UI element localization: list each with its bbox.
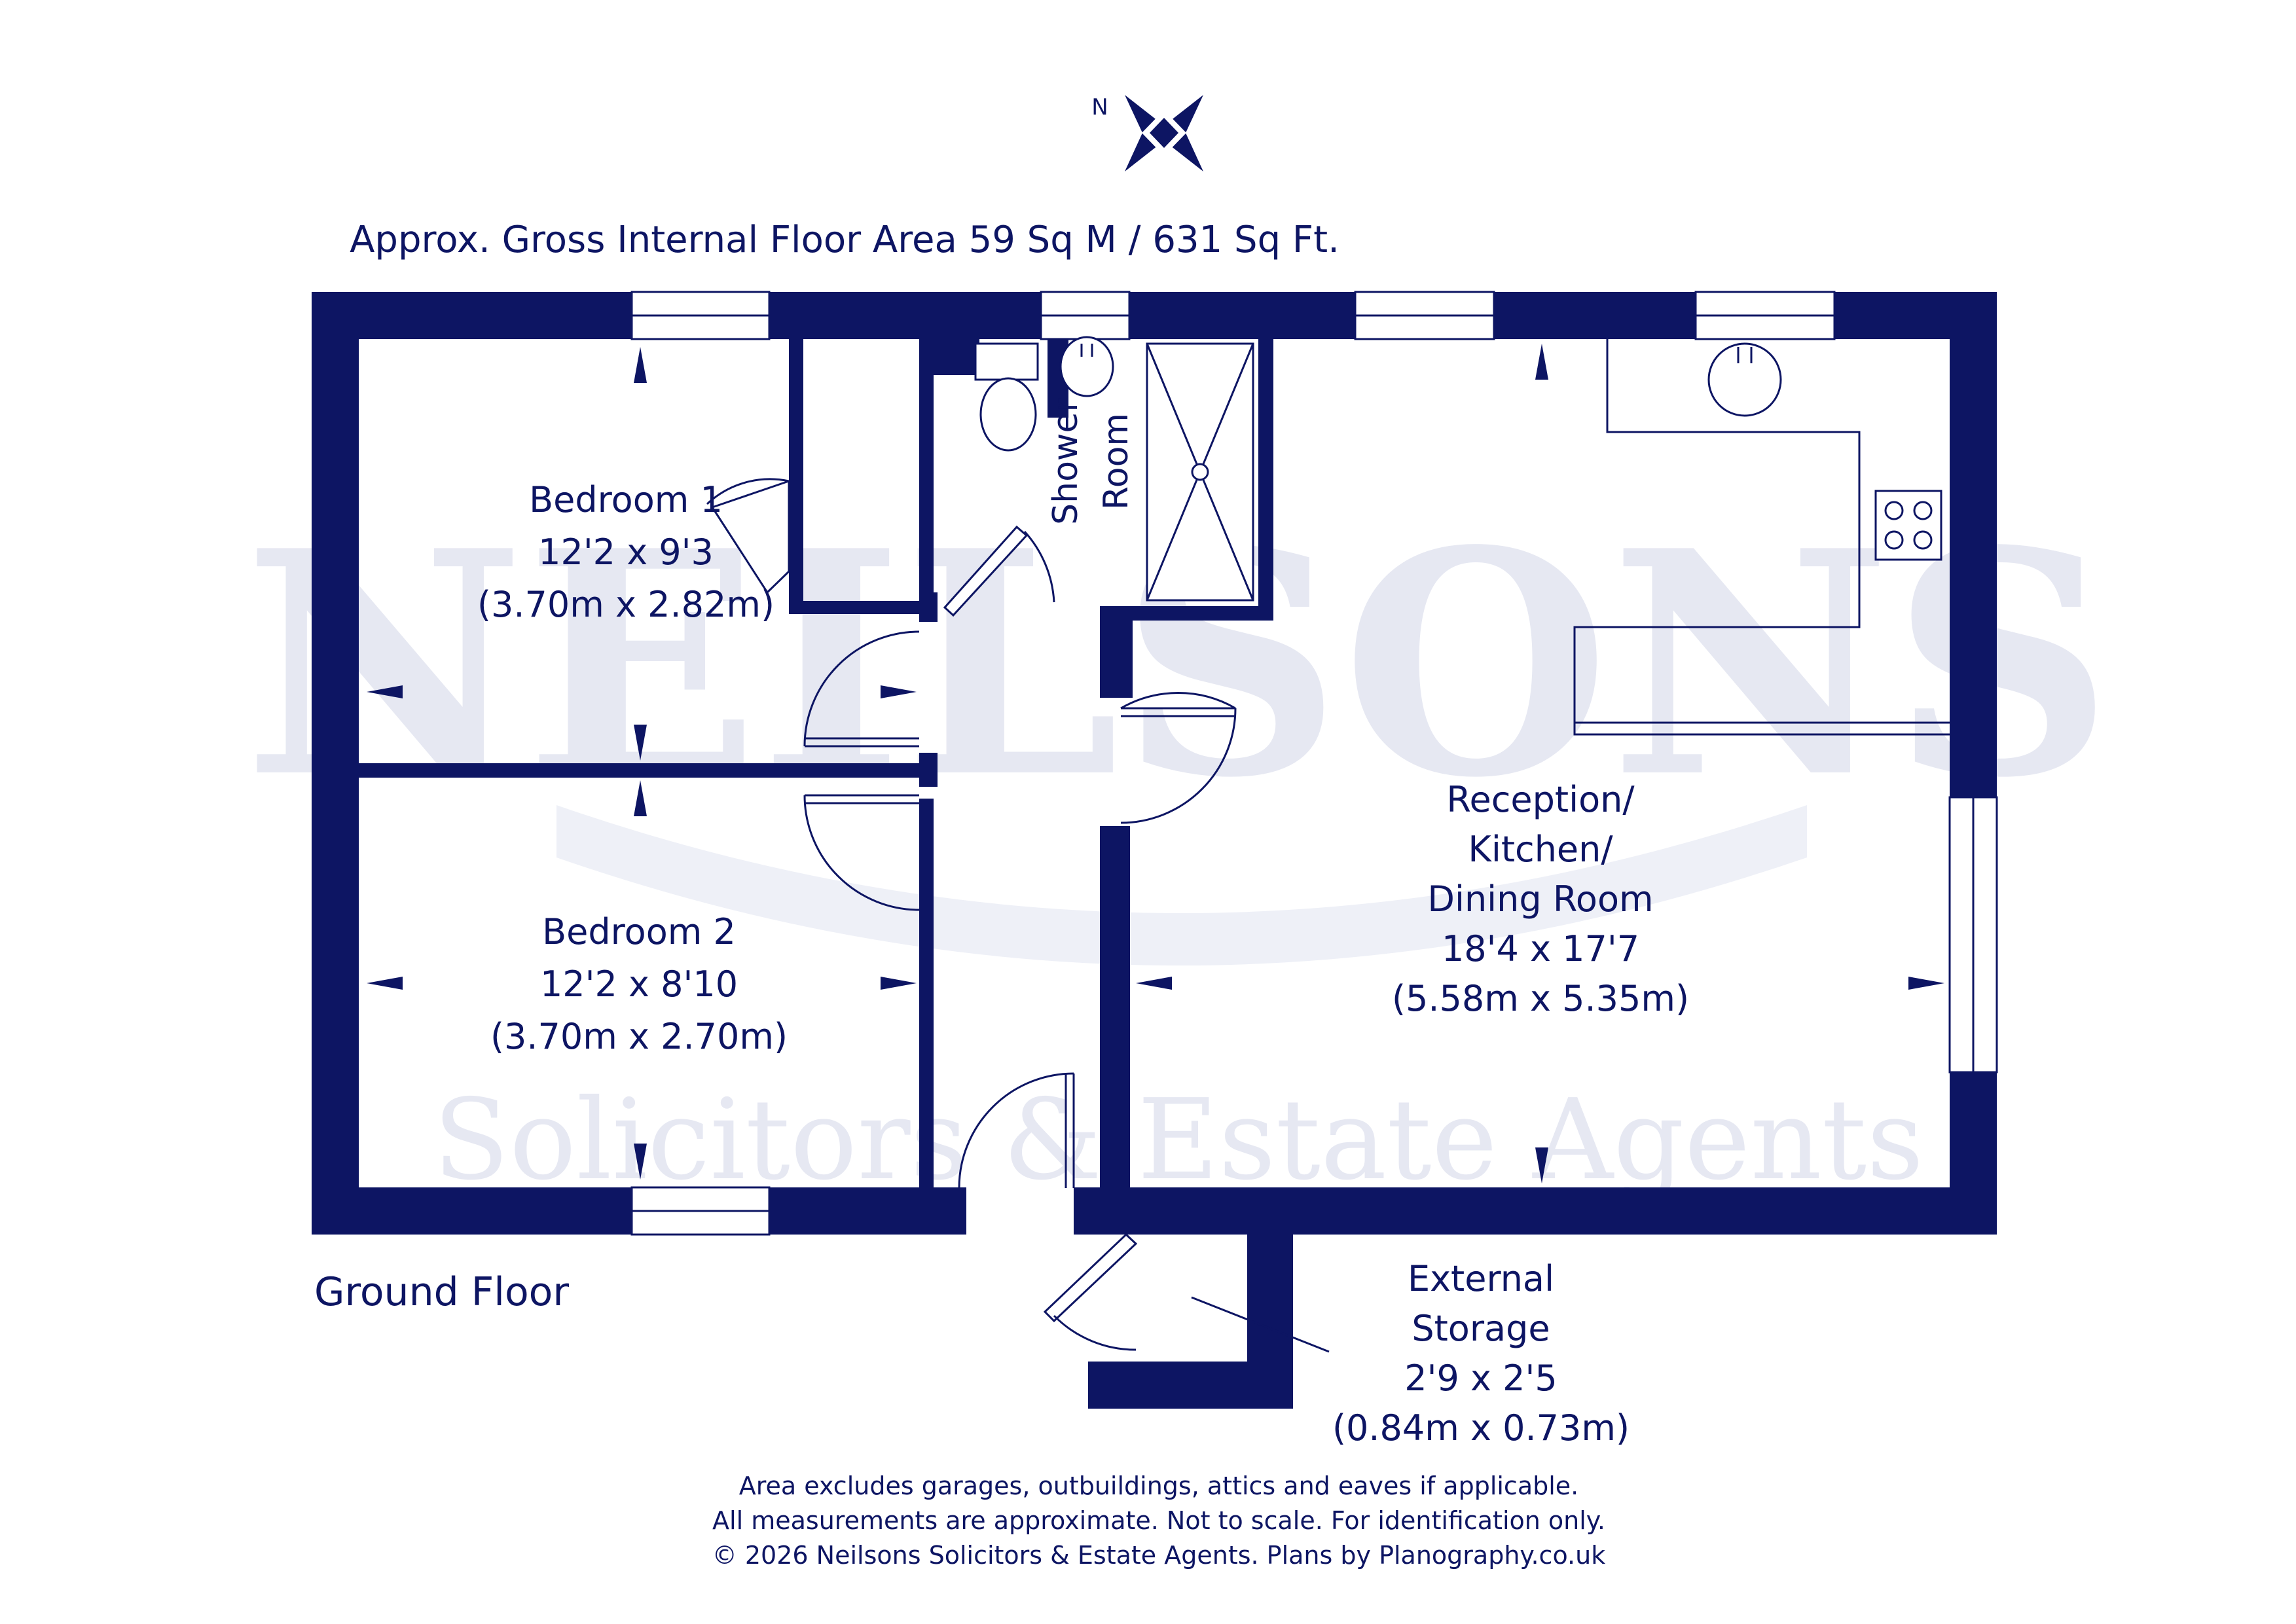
storage-leader-line: [1191, 1296, 1330, 1353]
svg-text:12'2 x 8'10: 12'2 x 8'10: [540, 964, 738, 1005]
svg-text:18'4 x 17'7: 18'4 x 17'7: [1442, 928, 1639, 969]
kitchen-sink: [1707, 342, 1782, 417]
room-label-shower-room: Shower Room: [1046, 398, 1136, 525]
compass-rose-icon: N: [1091, 94, 1203, 171]
room-label-bedroom-1: Bedroom 1 12'2 x 9'3 (3.70m x 2.82m): [477, 479, 774, 625]
doors: [706, 478, 1237, 1351]
hob-icon: [1874, 490, 1942, 561]
room-label-external-storage: External Storage 2'9 x 2'5 (0.84m x 0.73…: [1332, 1258, 1630, 1449]
internal-walls: [359, 339, 1293, 1409]
shower-room-fixtures: [974, 336, 1254, 602]
floor-area-title: Approx. Gross Internal Floor Area 59 Sq …: [350, 219, 1339, 261]
svg-text:(3.70m x 2.70m): (3.70m x 2.70m): [490, 1016, 788, 1057]
svg-text:Shower: Shower: [1046, 398, 1085, 525]
svg-text:12'2 x 9'3: 12'2 x 9'3: [538, 532, 714, 573]
svg-text:(0.84m x 0.73m): (0.84m x 0.73m): [1332, 1407, 1630, 1449]
toilet-cistern: [974, 342, 1039, 381]
windows: [630, 291, 1998, 1236]
svg-text:Dining Room: Dining Room: [1427, 878, 1653, 920]
svg-text:External: External: [1408, 1258, 1554, 1299]
compass-north-letter: N: [1091, 94, 1108, 120]
svg-text:© 2026 Neilsons Solicitors & E: © 2026 Neilsons Solicitors & Estate Agen…: [712, 1541, 1605, 1570]
svg-text:Kitchen/: Kitchen/: [1468, 829, 1613, 870]
svg-text:All measurements are approxima: All measurements are approximate. Not to…: [712, 1506, 1605, 1535]
svg-text:(3.70m x 2.82m): (3.70m x 2.82m): [477, 584, 774, 625]
footer-disclaimer: Area excludes garages, outbuildings, att…: [712, 1471, 1605, 1570]
svg-text:2'9 x 2'5: 2'9 x 2'5: [1404, 1358, 1557, 1399]
svg-text:Storage: Storage: [1412, 1308, 1550, 1349]
svg-text:Reception/: Reception/: [1446, 779, 1635, 820]
toilet-bowl: [979, 377, 1037, 452]
dimension-arrows: [367, 344, 1944, 1183]
svg-text:Area excludes garages, outbuil: Area excludes garages, outbuildings, att…: [739, 1471, 1579, 1500]
watermark-swoosh: [556, 805, 1807, 965]
svg-text:(5.58m x 5.35m): (5.58m x 5.35m): [1392, 978, 1689, 1019]
room-label-reception: Reception/ Kitchen/ Dining Room 18'4 x 1…: [1392, 779, 1689, 1019]
kitchen-fittings: [1573, 339, 1950, 736]
wash-basin: [1059, 336, 1114, 397]
svg-text:Room: Room: [1097, 413, 1136, 510]
svg-text:Bedroom 1: Bedroom 1: [529, 479, 723, 520]
svg-text:Bedroom 2: Bedroom 2: [542, 911, 736, 952]
floor-label: Ground Floor: [314, 1269, 569, 1315]
room-label-bedroom-2: Bedroom 2 12'2 x 8'10 (3.70m x 2.70m): [490, 911, 788, 1057]
watermark-tagline: Solicitors & Estate Agents: [433, 1075, 1924, 1205]
